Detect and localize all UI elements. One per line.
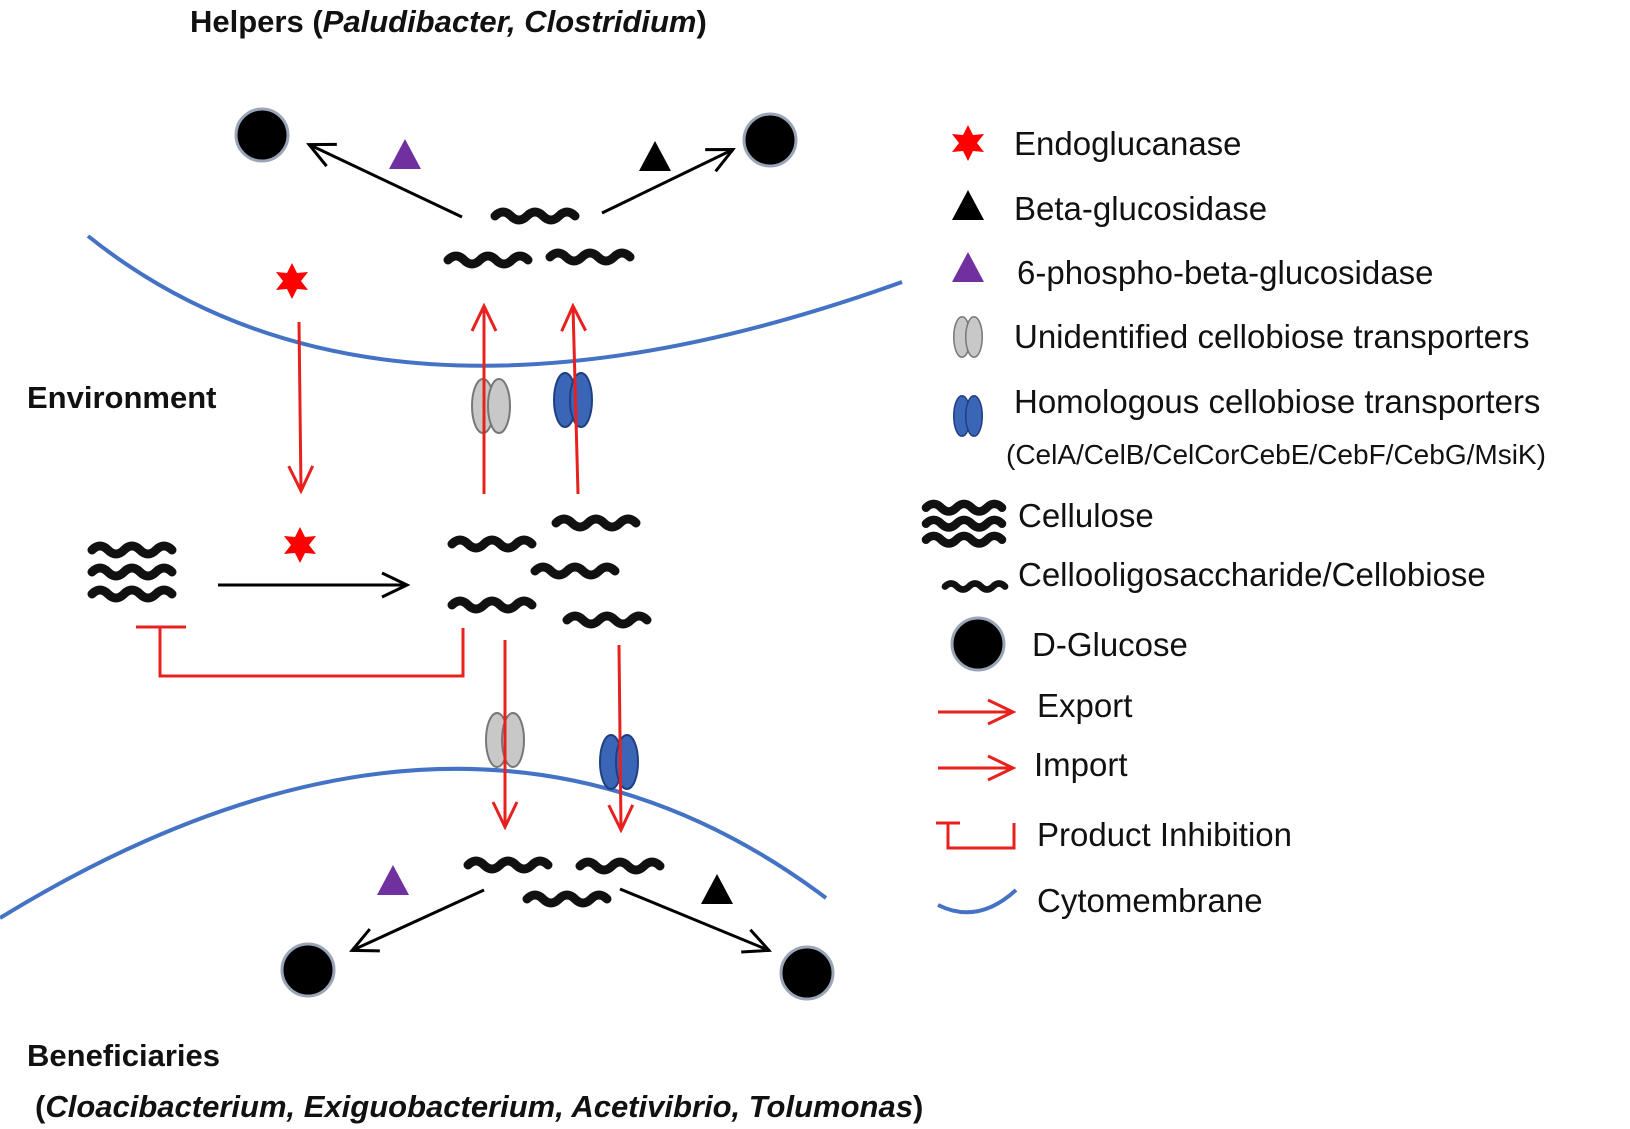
- hydrolysis-arrow: [310, 145, 463, 219]
- export-arrow: [299, 321, 301, 490]
- legend-export: Export: [1037, 687, 1132, 724]
- beneficiary-cytomembrane: [0, 766, 828, 920]
- cellobiose-strand: [495, 212, 575, 220]
- legend-cellulose: Cellulose: [1018, 497, 1154, 534]
- cellobiose-strand: [580, 862, 660, 870]
- inhibition-bracket-icon: [936, 821, 1016, 850]
- cellobiose-strand: [556, 519, 636, 527]
- d-glucose-icon: [779, 945, 835, 1001]
- beta-glucosidase-icon: [701, 874, 733, 904]
- unidentified-transporter-icon: [471, 378, 511, 434]
- cellobiose-strand: [452, 601, 532, 609]
- product-inhibition-bracket: [136, 625, 465, 678]
- phospho-beta-glucosidase-icon: [389, 139, 421, 169]
- glucose-circle-icon: [950, 616, 1006, 672]
- hydrolysis-arrow: [353, 888, 485, 950]
- cellobiose-strand: [535, 567, 615, 575]
- legend-endoglucanase: Endoglucanase: [1014, 125, 1242, 162]
- legend-import: Import: [1034, 746, 1128, 783]
- legend: Endoglucanase Beta-glucosidase 6-phospho…: [926, 125, 1546, 919]
- grey-transporter-icon: [953, 316, 983, 358]
- membrane-curve-icon: [937, 888, 1018, 915]
- legend-product-inhibition: Product Inhibition: [1037, 816, 1292, 853]
- import-arrow: [619, 644, 621, 829]
- cellobiose-strand: [468, 861, 548, 869]
- cellulose-strand: [92, 590, 172, 598]
- cellobiose-strand: [527, 895, 607, 903]
- black-triangle-icon: [952, 190, 984, 220]
- cellobiose-strand-icon: [945, 584, 1005, 590]
- endoglucanase-icon: [276, 263, 308, 299]
- environment-heading: Environment: [27, 380, 216, 415]
- legend-d-glucose: D-Glucose: [1032, 626, 1188, 663]
- cellulose-strand: [92, 568, 172, 576]
- legend-unidentified-transporters: Unidentified cellobiose transporters: [1014, 318, 1529, 355]
- homologous-transporter-icon: [553, 372, 593, 428]
- endoglucanase-icon: [284, 527, 316, 563]
- legend-beta-glucosidase: Beta-glucosidase: [1014, 190, 1267, 227]
- cellobiose-strand: [448, 256, 528, 264]
- blue-transporter-icon: [953, 395, 983, 437]
- helper-cytomembrane: [86, 234, 903, 368]
- red-star-icon: [952, 125, 984, 161]
- cellulose-strand: [92, 546, 172, 554]
- legend-homologous-transporters: Homologous cellobiose transporters: [1014, 383, 1540, 420]
- d-glucose-icon: [280, 942, 336, 998]
- cellobiose-strand: [567, 616, 647, 624]
- purple-triangle-icon: [952, 252, 984, 282]
- legend-homologous-transporters-list: (CelA/CelB/CelCorCebE/CebF/CebG/MsiK): [1006, 439, 1546, 470]
- cellobiose-strand: [550, 253, 630, 261]
- beta-glucosidase-icon: [639, 141, 671, 171]
- hydrolysis-arrow: [601, 150, 732, 215]
- beneficiaries-heading: Beneficiaries: [27, 1038, 220, 1073]
- cellobiose-strand: [452, 540, 532, 548]
- helpers-heading: Helpers (Paludibacter, Clostridium): [190, 4, 707, 39]
- legend-phospho-beta-glucosidase: 6-phospho-beta-glucosidase: [1017, 254, 1433, 291]
- phospho-beta-glucosidase-icon: [377, 865, 409, 895]
- export-arrow: [573, 307, 578, 495]
- legend-cellooligosaccharide: Cellooligosaccharide/Cellobiose: [1018, 556, 1486, 593]
- d-glucose-icon: [742, 112, 798, 168]
- hydrolysis-arrow: [619, 887, 768, 950]
- legend-cytomembrane: Cytomembrane: [1037, 882, 1263, 919]
- cellulose-strands-icon: [926, 504, 1002, 544]
- beneficiaries-taxa: (Cloacibacterium, Exiguobacterium, Aceti…: [35, 1089, 923, 1124]
- d-glucose-icon: [234, 107, 290, 163]
